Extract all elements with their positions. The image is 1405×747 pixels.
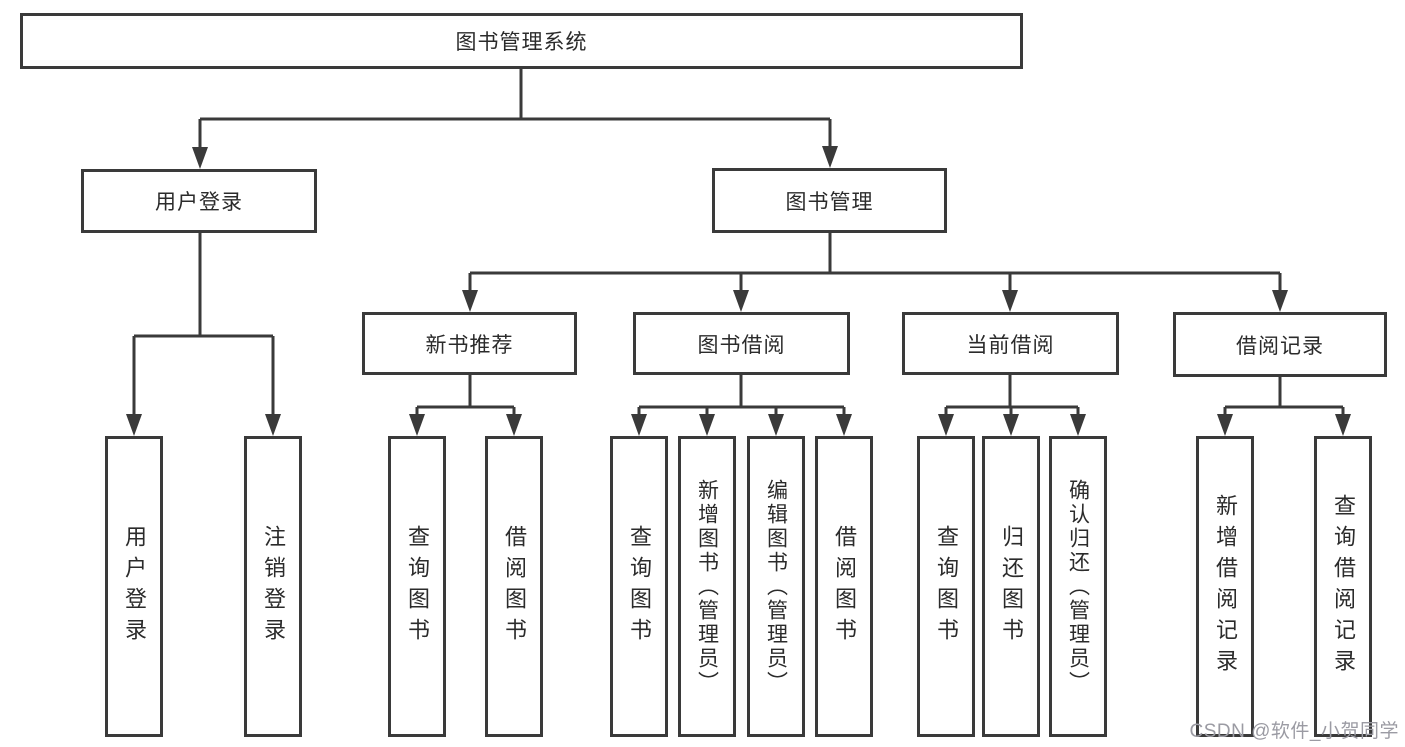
leaf-user-login: 用户登录	[105, 436, 163, 737]
leaf-query-book-current: 查询图书	[917, 436, 975, 737]
node-label: 用户登录	[122, 524, 147, 649]
node-book-borrow: 图书借阅	[633, 312, 850, 375]
leaf-confirm-return-admin: 确认归还（管理员）	[1049, 436, 1107, 737]
node-current-borrow: 当前借阅	[902, 312, 1119, 375]
node-label: 归还图书	[999, 524, 1024, 649]
node-label: 借阅图书	[502, 524, 527, 649]
node-root-system: 图书管理系统	[20, 13, 1023, 69]
leaf-borrow-book: 借阅图书	[815, 436, 873, 737]
node-user-login-branch: 用户登录	[81, 169, 317, 233]
leaf-query-book-borrow: 查询图书	[610, 436, 668, 737]
node-label: 新书推荐	[425, 333, 514, 357]
node-book-management-branch: 图书管理	[712, 168, 947, 233]
node-borrow-records: 借阅记录	[1173, 312, 1387, 377]
node-label: 借阅图书	[832, 524, 857, 649]
leaf-query-borrow-record: 查询借阅记录	[1314, 436, 1372, 737]
node-label: 查询图书	[405, 524, 430, 649]
node-label: 查询图书	[627, 524, 652, 649]
node-label: 查询借阅记录	[1331, 493, 1356, 680]
node-label: 新增借阅记录	[1213, 493, 1238, 680]
node-label: 借阅记录	[1236, 334, 1324, 358]
leaf-borrow-book-recommend: 借阅图书	[485, 436, 543, 737]
leaf-edit-book-admin: 编辑图书（管理员）	[747, 436, 805, 737]
csdn-watermark: CSDN @软件_小贺同学	[1189, 721, 1399, 742]
node-label: 图书借阅	[697, 333, 786, 357]
leaf-query-book-recommend: 查询图书	[388, 436, 446, 737]
leaf-return-book: 归还图书	[982, 436, 1040, 737]
leaf-add-borrow-record: 新增借阅记录	[1196, 436, 1254, 737]
node-label: 确认归还（管理员）	[1066, 478, 1090, 695]
node-label: 当前借阅	[966, 333, 1055, 357]
node-label: 查询图书	[934, 524, 959, 649]
node-label: 用户登录	[155, 191, 243, 214]
node-label: 图书管理系统	[455, 31, 588, 54]
leaf-add-book-admin: 新增图书（管理员）	[678, 436, 736, 737]
node-label: 编辑图书（管理员）	[764, 478, 788, 695]
leaf-logout: 注销登录	[244, 436, 302, 737]
node-label: 图书管理	[785, 190, 874, 214]
node-new-book-recommend: 新书推荐	[362, 312, 577, 375]
node-label: 注销登录	[261, 524, 286, 649]
node-label: 新增图书（管理员）	[695, 478, 719, 695]
